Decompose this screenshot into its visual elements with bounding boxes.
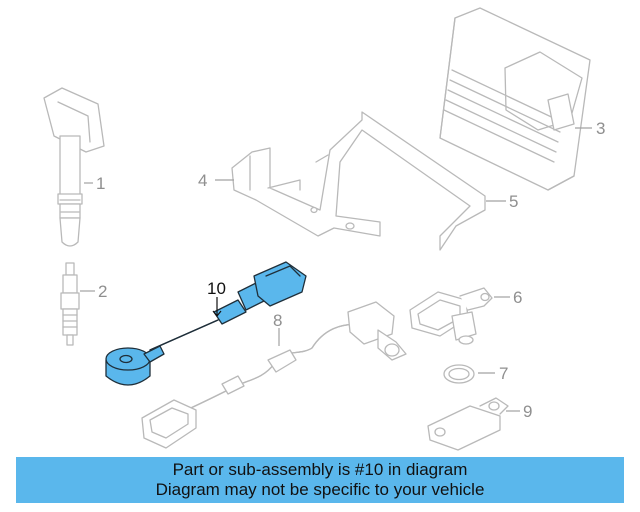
callout-5[interactable]: 5 xyxy=(509,192,518,211)
callout-10[interactable]: 10 xyxy=(207,279,226,298)
knock-sensor-part[interactable] xyxy=(105,261,307,386)
wiring-harness-part[interactable] xyxy=(141,301,407,449)
banner-line-part-number: Part or sub-assembly is #10 in diagram xyxy=(172,460,468,479)
o-ring-part[interactable] xyxy=(443,364,475,384)
callout-2[interactable]: 2 xyxy=(98,282,107,301)
banner-line-disclaimer: Diagram may not be specific to your vehi… xyxy=(155,480,485,499)
callout-3[interactable]: 3 xyxy=(596,119,605,138)
callout-4[interactable]: 4 xyxy=(198,171,207,190)
bracket-part[interactable] xyxy=(231,111,486,251)
callout-9[interactable]: 9 xyxy=(523,402,532,421)
info-banner: Part or sub-assembly is #10 in diagram D… xyxy=(16,457,624,503)
parts-diagram: 1 2 3 4 5 xyxy=(43,7,605,451)
ignition-coil-part[interactable] xyxy=(43,87,105,247)
callout-7[interactable]: 7 xyxy=(499,364,508,383)
engine-control-module-part[interactable] xyxy=(439,7,591,191)
crankshaft-sensor-part[interactable] xyxy=(427,397,509,451)
spark-plug-part[interactable] xyxy=(60,262,80,346)
callout-6[interactable]: 6 xyxy=(513,288,522,307)
callout-8[interactable]: 8 xyxy=(273,311,282,330)
callout-1[interactable]: 1 xyxy=(96,174,105,193)
camshaft-sensor-part[interactable] xyxy=(409,287,493,345)
